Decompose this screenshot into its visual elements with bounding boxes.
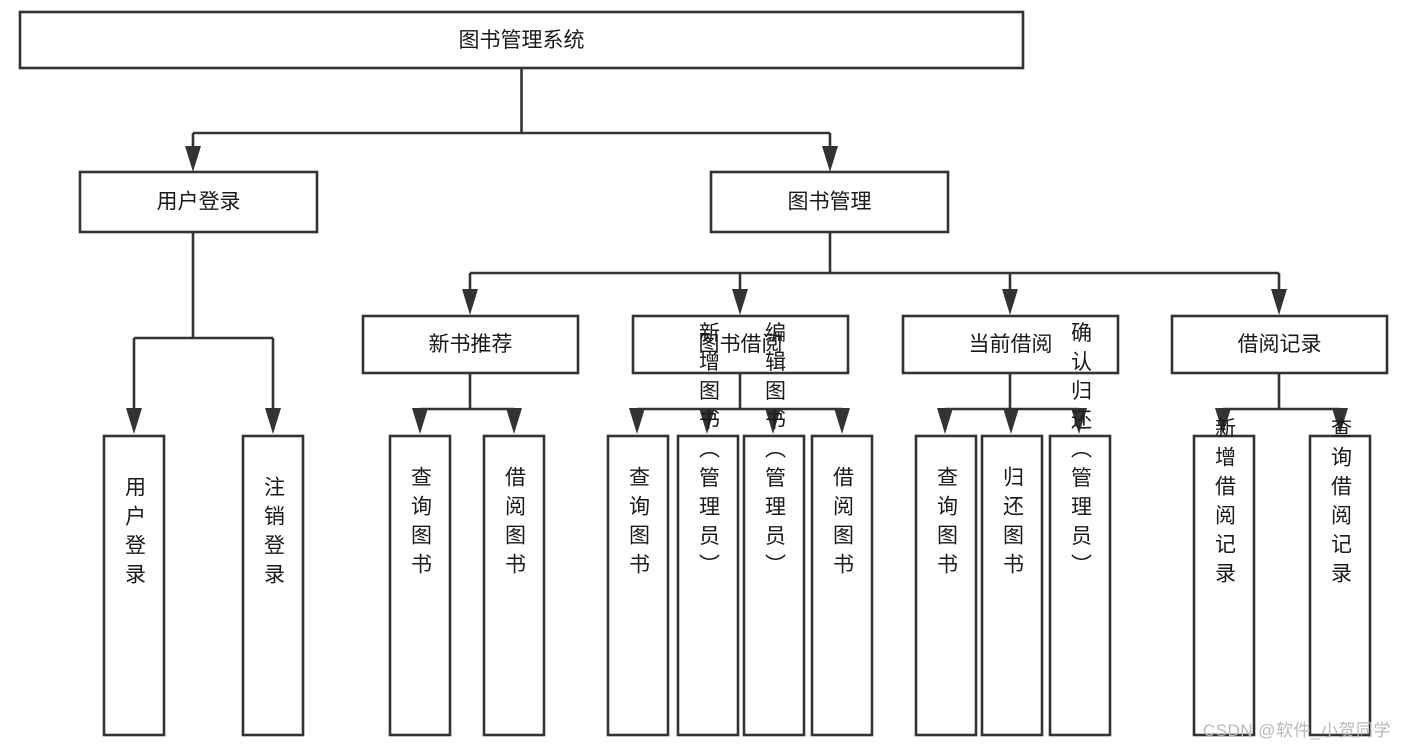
node-leaf-recommend-query-book-label: 查询图书 [409,466,433,582]
node-current-borrow[interactable]: 当前借阅 [901,314,1120,375]
node-book-manage-label: 图书管理 [788,191,872,214]
node-leaf-current-query-book[interactable]: 查询图书 [914,434,978,737]
node-leaf-return-book-label: 归还图书 [1001,466,1025,582]
node-user-login[interactable]: 用户登录 [78,170,319,234]
edge-book-borrow-bus [629,373,850,434]
edge-current-borrow-bus [937,373,1087,434]
edge-book-manage-bus [462,232,1287,315]
edge-new-book-recommend-bus [412,373,522,434]
node-leaf-query-borrow-record[interactable]: 查询借阅记录 [1308,417,1372,737]
node-book-borrow-label: 图书借阅 [699,333,783,356]
node-leaf-borrow-query-book[interactable]: 查询图书 [606,434,670,737]
edge-root-to-book-manage [822,133,838,172]
node-leaf-logout[interactable]: 注销登录 [241,434,305,737]
node-leaf-add-borrow-record-label: 新增借阅记录 [1213,417,1237,591]
node-book-borrow[interactable]: 图书借阅 [631,314,850,375]
node-root-system[interactable]: 图书管理系统 [18,10,1025,70]
node-root-label: 图书管理系统 [459,29,585,52]
node-leaf-edit-book-admin[interactable]: 编辑图书（管理员） [742,322,806,737]
node-leaf-current-query-book-label: 查询图书 [935,466,959,582]
node-leaf-user-login[interactable]: 用户登录 [102,434,166,737]
node-borrow-record-label: 借阅记录 [1238,333,1322,356]
edge-root-trunk [193,68,830,135]
node-leaf-confirm-return-admin[interactable]: 确认归还（管理员） [1048,322,1112,737]
node-leaf-user-login-label: 用户登录 [123,476,147,592]
node-leaf-recommend-query-book[interactable]: 查询图书 [388,434,452,737]
node-user-login-label: 用户登录 [157,191,241,214]
node-current-borrow-label: 当前借阅 [969,333,1053,356]
node-leaf-add-borrow-record[interactable]: 新增借阅记录 [1192,417,1256,737]
node-leaf-borrow-borrow-book-label: 借阅图书 [831,466,855,582]
node-leaf-return-book[interactable]: 归还图书 [980,434,1044,737]
node-leaf-add-book-admin[interactable]: 新增图书（管理员） [676,322,740,737]
edge-root-to-user-login [185,133,201,172]
node-leaf-borrow-query-book-label: 查询图书 [627,466,651,582]
node-leaf-logout-label: 注销登录 [262,476,286,592]
edge-borrow-record-bus [1215,373,1348,434]
node-borrow-record[interactable]: 借阅记录 [1170,314,1389,375]
node-leaf-query-borrow-record-label: 查询借阅记录 [1329,417,1353,591]
node-new-book-recommend[interactable]: 新书推荐 [361,314,580,375]
node-leaf-add-book-admin-label: 新增图书（管理员） [697,322,721,583]
edge-user-login-bus [126,232,281,434]
node-leaf-recommend-borrow-book[interactable]: 借阅图书 [482,434,546,737]
node-leaf-confirm-return-admin-label: 确认归还（管理员） [1069,322,1093,583]
node-new-book-recommend-label: 新书推荐 [429,333,513,356]
node-leaf-borrow-borrow-book[interactable]: 借阅图书 [810,434,874,737]
node-leaf-edit-book-admin-label: 编辑图书（管理员） [763,322,787,583]
node-leaf-recommend-borrow-book-label: 借阅图书 [503,466,527,582]
node-book-manage[interactable]: 图书管理 [709,170,950,234]
